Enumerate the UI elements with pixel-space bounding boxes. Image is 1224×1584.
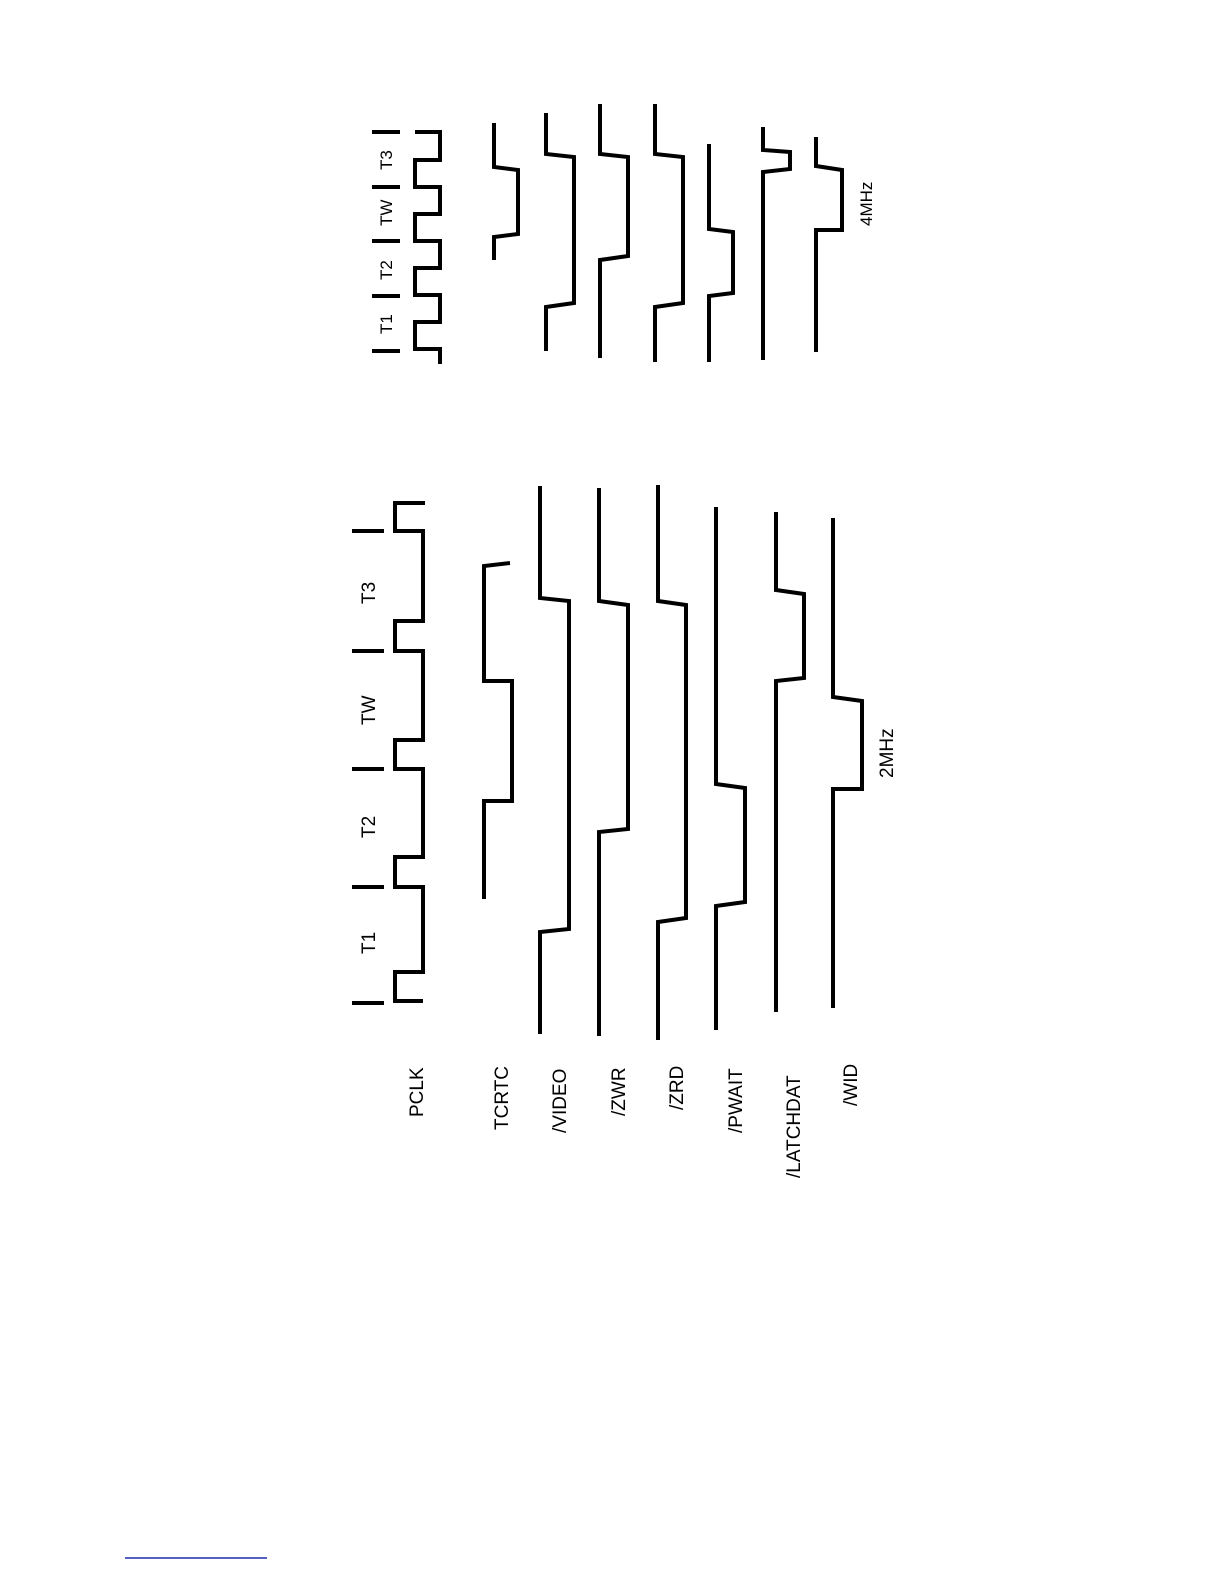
waveform-latchdat-2mhz — [776, 512, 804, 1012]
label-pclk: PCLK — [407, 1067, 428, 1117]
waveform-tcrtc-4mhz — [494, 123, 518, 260]
state-label-tw-4mhz: TW — [377, 200, 396, 226]
frequency-label-4mhz: 4MHz — [857, 182, 876, 226]
label-pwait: /PWAIT — [726, 1068, 747, 1133]
timing-2mhz: T1 T2 TW T3 2MHz — [352, 485, 898, 1040]
waveform-zwr-2mhz — [599, 488, 628, 1036]
label-tcrtc: TCRTC — [492, 1066, 513, 1130]
waveform-wid-2mhz — [833, 518, 862, 1008]
timing-4mhz: T1 T2 TW T3 4MHz — [372, 104, 876, 364]
waveform-latchdat-4mhz — [763, 127, 790, 360]
label-wid: /WID — [841, 1064, 862, 1106]
waveform-zrd-2mhz — [658, 485, 686, 1040]
waveform-pwait-2mhz — [716, 507, 745, 1030]
state-label-t1-2mhz: T1 — [359, 932, 380, 954]
label-latchdat: /LATCHDAT — [784, 1075, 805, 1178]
waveform-tcrtc-2mhz — [484, 563, 512, 899]
state-label-t1-4mhz: T1 — [377, 314, 396, 334]
waveform-video-2mhz — [540, 486, 569, 1034]
state-label-t2-2mhz: T2 — [359, 816, 380, 838]
signal-labels: PCLK TCRTC /VIDEO /ZWR /ZRD /PWAIT /LATC… — [407, 1064, 862, 1178]
waveform-pwait-4mhz — [709, 144, 733, 362]
frequency-label-2mhz: 2MHz — [877, 728, 898, 778]
state-label-t3-4mhz: T3 — [377, 150, 396, 170]
label-video: /VIDEO — [550, 1069, 571, 1133]
state-label-t2-4mhz: T2 — [377, 260, 396, 280]
waveform-wid-4mhz — [816, 137, 842, 352]
label-zwr: /ZWR — [609, 1067, 630, 1116]
waveform-zwr-4mhz — [600, 104, 628, 358]
state-label-tw-2mhz: TW — [359, 695, 380, 725]
waveform-pclk-4mhz — [415, 132, 440, 364]
waveform-zrd-4mhz — [655, 104, 683, 362]
waveform-video-4mhz — [546, 113, 574, 351]
waveform-pclk-2mhz — [395, 503, 425, 1001]
label-zrd: /ZRD — [667, 1066, 688, 1110]
state-label-t3-2mhz: T3 — [359, 582, 380, 604]
